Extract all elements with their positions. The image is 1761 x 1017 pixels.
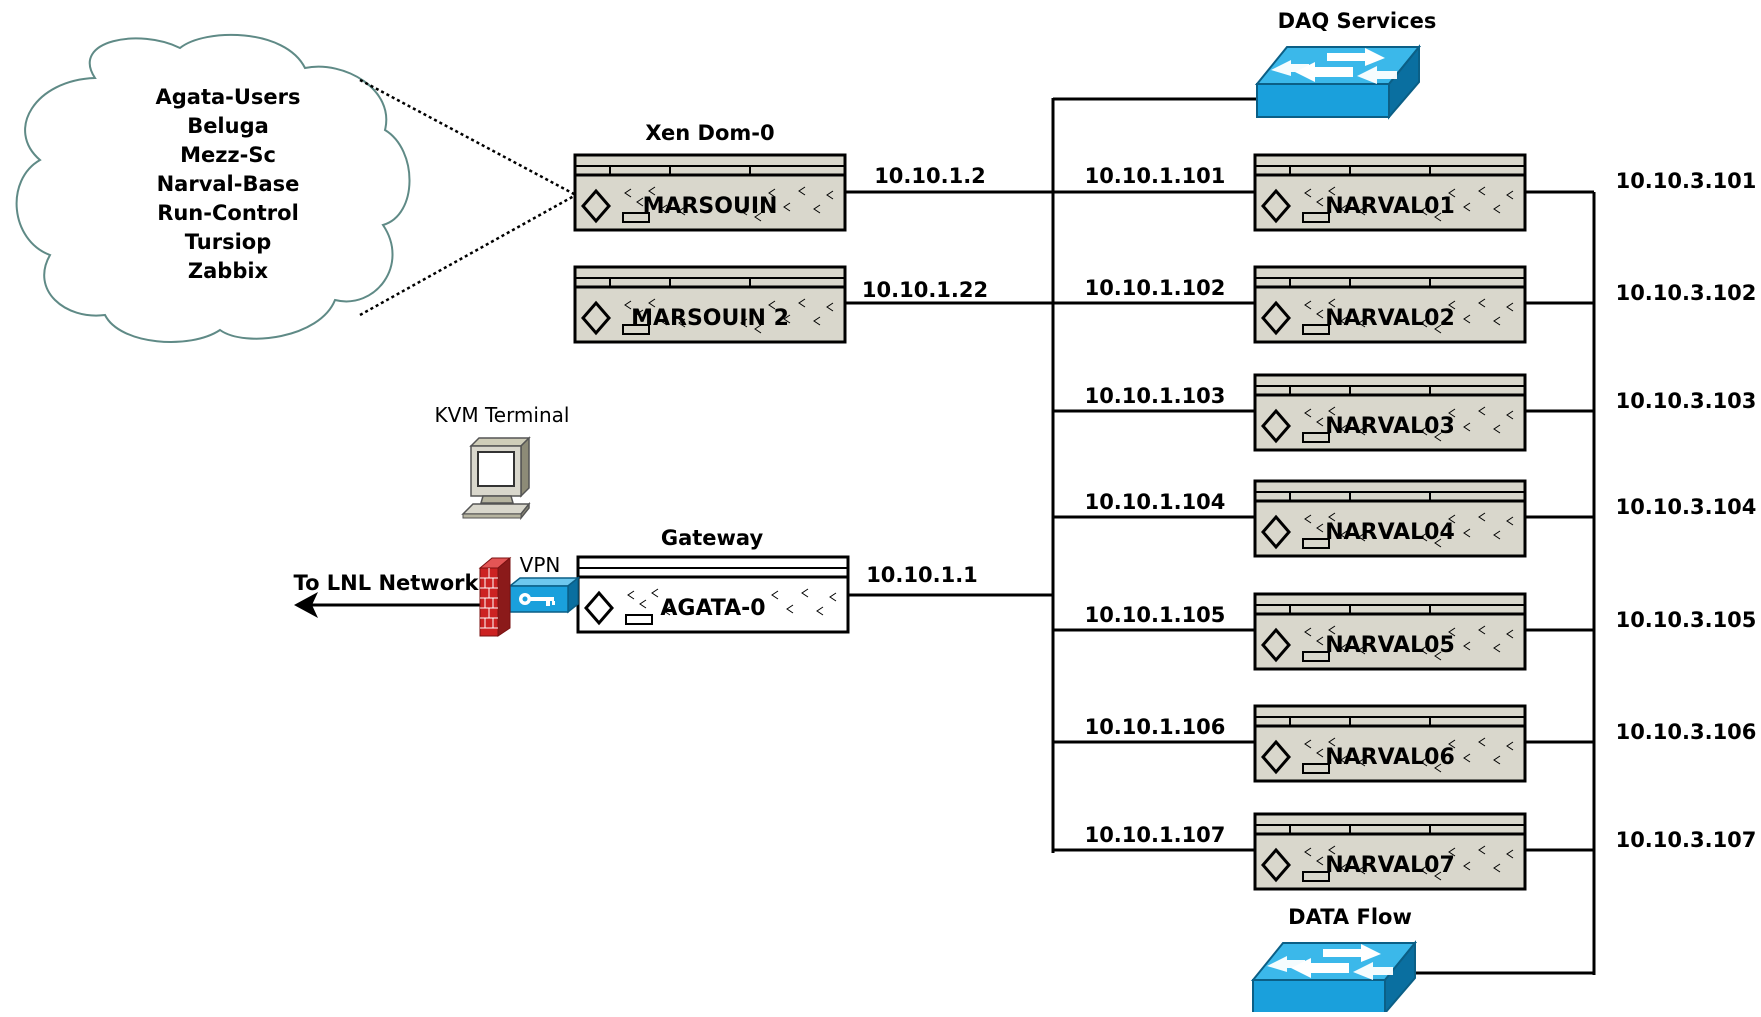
narval-server[interactable]: NARVAL06 — [1253, 704, 1527, 783]
server-name: NARVAL04 — [1325, 520, 1455, 545]
daq-services-label: DAQ Services — [1278, 9, 1437, 33]
xen-dom0-title: Xen Dom-0 — [645, 121, 774, 145]
vpn-key-icon[interactable] — [507, 576, 581, 614]
vpn-label: VPN — [520, 553, 561, 577]
cloud-service: Mezz-Sc — [180, 143, 276, 167]
marsouin2-ip: 10.10.1.22 — [862, 278, 988, 302]
narval-daq-ip: 10.10.1.107 — [1085, 823, 1226, 847]
narval-server[interactable]: NARVAL05 — [1253, 592, 1527, 671]
cloud-service: Zabbix — [188, 259, 269, 283]
kvm-terminal-icon[interactable] — [461, 436, 531, 521]
narval-server[interactable]: NARVAL03 — [1253, 373, 1527, 452]
cloud-link-dotted — [359, 78, 575, 196]
server-name: NARVAL02 — [1325, 306, 1455, 331]
cloud-service: Beluga — [187, 114, 269, 138]
narval-data-ip: 10.10.3.106 — [1616, 720, 1757, 744]
gateway-server[interactable]: AGATA-0 — [576, 555, 850, 634]
server-name: NARVAL07 — [1325, 853, 1455, 878]
data-flow-label: DATA Flow — [1288, 905, 1412, 929]
narval-server[interactable]: NARVAL01 — [1253, 153, 1527, 232]
server-name: NARVAL05 — [1325, 633, 1455, 658]
narval-daq-ip: 10.10.1.105 — [1085, 603, 1226, 627]
narval-data-ip: 10.10.3.102 — [1616, 281, 1757, 305]
narval-data-ip: 10.10.3.107 — [1616, 828, 1757, 852]
marsouin-ip: 10.10.1.2 — [874, 164, 986, 188]
server-name: NARVAL01 — [1325, 194, 1455, 219]
cloud-service: Tursiop — [185, 230, 271, 254]
firewall-icon — [478, 556, 512, 637]
server-name: NARVAL03 — [1325, 414, 1455, 439]
server-name: AGATA-0 — [660, 596, 765, 621]
narval-daq-ip: 10.10.1.104 — [1085, 490, 1226, 514]
marsouin2-server[interactable]: MARSOUIN 2 — [573, 265, 847, 344]
server-name: MARSOUIN — [643, 194, 778, 219]
marsouin-server[interactable]: MARSOUIN — [573, 153, 847, 232]
narval-data-ip: 10.10.3.103 — [1616, 389, 1757, 413]
cloud-service: Narval-Base — [157, 172, 300, 196]
cloud-shape — [15, 33, 411, 343]
cloud-service: Run-Control — [157, 201, 299, 225]
narval-daq-ip: 10.10.1.102 — [1085, 276, 1226, 300]
narval-daq-ip: 10.10.1.103 — [1085, 384, 1226, 408]
server-name: NARVAL06 — [1325, 745, 1455, 770]
narval-server[interactable]: NARVAL02 — [1253, 265, 1527, 344]
gateway-ip: 10.10.1.1 — [866, 563, 978, 587]
narval-server[interactable]: NARVAL04 — [1253, 479, 1527, 558]
narval-server[interactable]: NARVAL07 — [1253, 812, 1527, 891]
narval-data-ip: 10.10.3.101 — [1616, 169, 1757, 193]
network-links — [310, 97, 1596, 975]
lnl-arrow-head — [294, 592, 318, 618]
narval-daq-ip: 10.10.1.106 — [1085, 715, 1226, 739]
narval-data-ip: 10.10.3.104 — [1616, 495, 1757, 519]
kvm-terminal-label: KVM Terminal — [435, 403, 570, 427]
server-name: MARSOUIN 2 — [631, 306, 789, 331]
narval-daq-ip: 10.10.1.101 — [1085, 164, 1226, 188]
dataflow-switch-icon[interactable] — [1252, 942, 1416, 1014]
narval-data-ip: 10.10.3.105 — [1616, 608, 1757, 632]
daq-switch-icon[interactable] — [1256, 46, 1420, 118]
gateway-title: Gateway — [661, 526, 764, 550]
lnl-network-label: To LNL Network — [294, 571, 480, 595]
cloud-service: Agata-Users — [155, 85, 300, 109]
cloud-link-dotted — [359, 194, 575, 317]
services-cloud: Agata-Users Beluga Mezz-Sc Narval-Base R… — [15, 33, 411, 343]
